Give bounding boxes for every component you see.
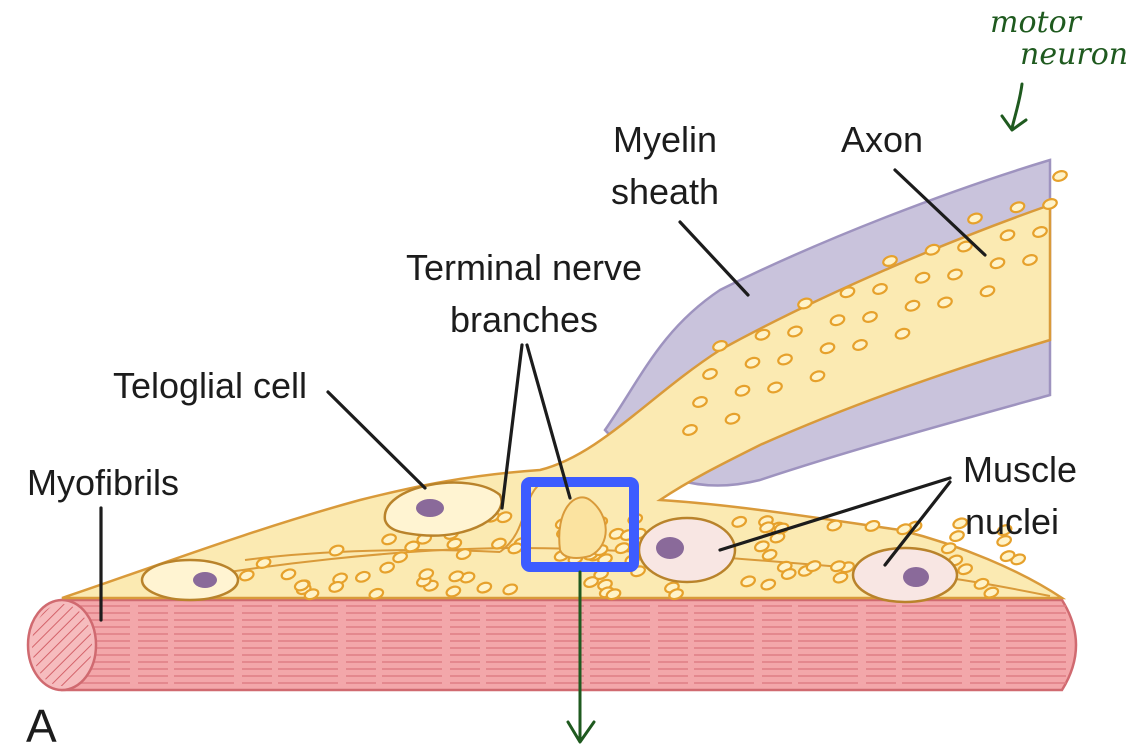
teloglial-nucleus	[416, 499, 444, 517]
label-myofibrils: Myofibrils	[27, 462, 179, 503]
label-terminal-line2: branches	[450, 299, 598, 340]
handwritten-neuron: neuron	[1020, 37, 1128, 72]
vesicle	[1052, 169, 1068, 182]
label-myelin-line1: Myelin	[613, 119, 717, 160]
handwritten-motor: motor	[990, 5, 1083, 40]
vesicle	[949, 530, 965, 543]
left-cell	[142, 560, 238, 600]
label-muscle-line2: nuclei	[965, 501, 1059, 542]
label-terminal-line1: Terminal nerve	[406, 247, 642, 288]
label-muscle-line1: Muscle	[963, 449, 1077, 490]
label-teloglial: Teloglial cell	[113, 365, 307, 406]
muscle-nucleus-2	[853, 548, 957, 602]
handwritten-arrow-icon	[1002, 84, 1026, 130]
label-myelin-line2: sheath	[611, 171, 719, 212]
teloglial-leader	[328, 392, 425, 488]
label-axon: Axon	[841, 119, 923, 160]
myofibril-cross-section-hatch	[32, 604, 92, 686]
muscle-fiber	[28, 600, 1076, 690]
myelin-leader	[680, 222, 748, 295]
panel-letter: A	[26, 700, 57, 750]
